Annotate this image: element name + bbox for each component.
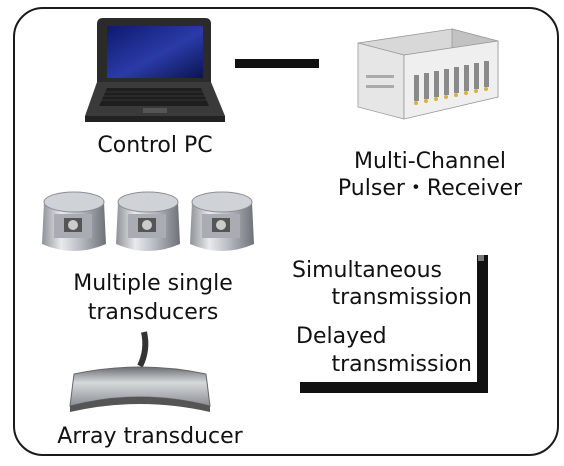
multiple-transducers-label-line1: Multiple single — [73, 271, 233, 296]
pulser-receiver-label-line1: Multi-Channel — [353, 149, 507, 174]
transmission-connector — [300, 255, 488, 393]
multiple-transducers-label-line2: transducers — [87, 300, 219, 325]
single-transducer-icon — [190, 191, 254, 251]
simultaneous-label-line1: Simultaneous — [292, 258, 443, 283]
delayed-label-line2: transmission — [331, 352, 472, 377]
connector-bar — [235, 59, 319, 68]
simultaneous-label-line2: transmission — [331, 285, 472, 310]
single-transducer-icon — [116, 191, 180, 251]
delayed-label-line1: Delayed — [296, 324, 387, 349]
array-transducer-label: Array transducer — [57, 424, 243, 449]
array-transducer-icon — [69, 331, 211, 412]
single-transducer-icon — [42, 191, 106, 251]
laptop-icon — [85, 18, 225, 122]
control-pc-label: Control PC — [97, 133, 213, 158]
pulser-receiver-unit-icon — [357, 28, 499, 120]
single-transducers-icon — [42, 191, 254, 251]
pulser-receiver-label-line2: Pulser・Receiver — [337, 176, 523, 201]
